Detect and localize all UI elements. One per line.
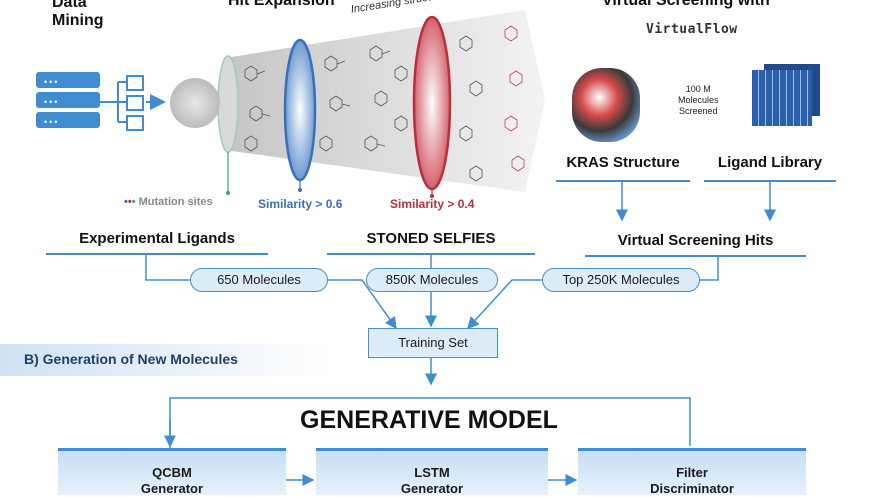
lstm-generator-box: LSTM Generator bbox=[316, 448, 548, 496]
virtualflow-logo: VirtualFlow bbox=[646, 22, 738, 37]
count-650-pill: 650 Molecules bbox=[190, 268, 328, 292]
molecules-screened-label: 100 M Molecules Screened bbox=[678, 84, 719, 116]
data-mining-tree bbox=[100, 81, 166, 123]
section-b-banner bbox=[0, 344, 330, 376]
data-mining-label: Data Mining bbox=[52, 0, 104, 29]
stoned-selfies-label: STONED SELFIES bbox=[366, 230, 496, 247]
tree-node-icon bbox=[126, 75, 144, 91]
kras-structure-label: KRAS Structure bbox=[566, 154, 680, 171]
section-b-title: B) Generation of New Molecules bbox=[24, 351, 238, 367]
tree-node-icon bbox=[126, 95, 144, 111]
similarity-04-label: Similarity > 0.4 bbox=[390, 197, 475, 211]
ligand-library-cube-icon bbox=[752, 70, 812, 126]
training-set-box: Training Set bbox=[368, 328, 498, 358]
mutation-sites-text: Mutation sites bbox=[138, 196, 213, 208]
hit-expansion-label: Hit Expansion bbox=[228, 0, 335, 9]
count-850k-pill: 850K Molecules bbox=[366, 268, 498, 292]
vs-hits-label: Virtual Screening Hits bbox=[617, 232, 774, 249]
seed-molecule-icon bbox=[170, 78, 220, 128]
tree-node-icon bbox=[126, 115, 144, 131]
generative-model-title: GENERATIVE MODEL bbox=[300, 406, 558, 434]
database-icon: ••• ••• ••• bbox=[36, 72, 100, 128]
ligand-library-label: Ligand Library bbox=[717, 154, 823, 171]
qcbm-generator-box: QCBM Generator bbox=[58, 448, 286, 496]
experimental-ligands-label: Experimental Ligands bbox=[79, 230, 235, 247]
kras-protein-icon bbox=[572, 68, 640, 142]
filter-discriminator-label: Filter Discriminator bbox=[650, 465, 734, 496]
hit-expansion-funnel bbox=[217, 10, 545, 198]
lstm-generator-label: LSTM Generator bbox=[400, 465, 464, 496]
similarity-06-label: Similarity > 0.6 bbox=[258, 197, 343, 211]
mutation-sites-label: ••• Mutation sites bbox=[124, 196, 213, 208]
qcbm-generator-label: QCBM Generator bbox=[140, 465, 204, 496]
filter-discriminator-box: Filter Discriminator bbox=[578, 448, 806, 496]
count-top250k-pill: Top 250K Molecules bbox=[542, 268, 700, 292]
virtual-screening-label: Virtual Screening with bbox=[602, 0, 770, 9]
